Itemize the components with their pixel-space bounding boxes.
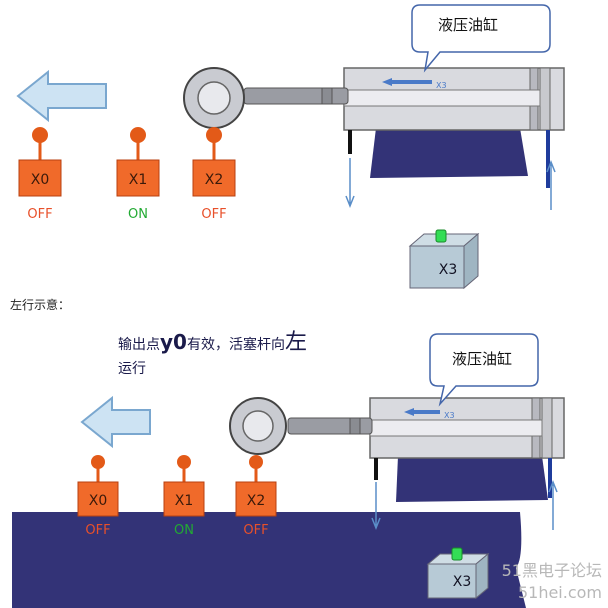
switch-label: X2 — [205, 172, 224, 188]
flow-arrow — [404, 408, 440, 416]
left-arrow — [80, 395, 151, 449]
switch-label: X0 — [89, 493, 108, 509]
callout-label: 液压油缸 — [452, 350, 512, 368]
section-label: 左行示意： — [10, 298, 71, 312]
switch-state: OFF — [201, 207, 226, 222]
oil-tank — [396, 456, 548, 502]
switch-label: X1 — [129, 172, 148, 188]
sensor-x3: X3 — [408, 229, 480, 290]
callout-bubble — [411, 4, 551, 73]
switch-x0: X0 OFF — [18, 127, 62, 222]
switch-label: X2 — [247, 493, 266, 509]
base-plate — [12, 512, 526, 608]
caption: 输出点y0有效，活塞杆向左 运行 — [118, 330, 358, 381]
diagram-panel-bottom: X3 液压油缸 X0 OFF X1 ON — [0, 318, 608, 608]
flow-arrow — [382, 78, 432, 86]
switch-x0: X0 OFF — [77, 455, 119, 538]
switch-label: X1 — [175, 493, 194, 509]
oil-tank — [370, 128, 528, 178]
callout-label: 液压油缸 — [438, 16, 498, 34]
sensor-x3: X3 — [426, 547, 490, 600]
caption-line-1: 输出点y0有效，活塞杆向左 — [118, 330, 307, 355]
callout-bubble — [429, 333, 539, 407]
switch-state: OFF — [243, 523, 268, 538]
svg-text:X3: X3 — [436, 81, 447, 90]
switch-x2: X2 OFF — [192, 127, 236, 222]
left-arrow — [16, 69, 107, 123]
switch-x1: X1 ON — [163, 455, 205, 538]
switch-state: OFF — [85, 523, 110, 538]
switch-state: ON — [174, 523, 194, 538]
caption-line-2: 运行 — [118, 361, 146, 377]
svg-text:X3: X3 — [444, 411, 455, 420]
watermark: 51黑电子论坛 51hei.com — [501, 561, 602, 602]
sensor-label: X3 — [453, 574, 472, 590]
sensor-label: X3 — [439, 262, 458, 278]
diagram-panel-top: X3 液压油缸 X0 OFF X1 ON — [0, 0, 608, 290]
switch-x1: X1 ON — [116, 127, 160, 222]
switch-state: ON — [128, 207, 148, 222]
switch-x2: X2 OFF — [235, 455, 277, 538]
switch-state: OFF — [27, 207, 52, 222]
switch-label: X0 — [31, 172, 50, 188]
